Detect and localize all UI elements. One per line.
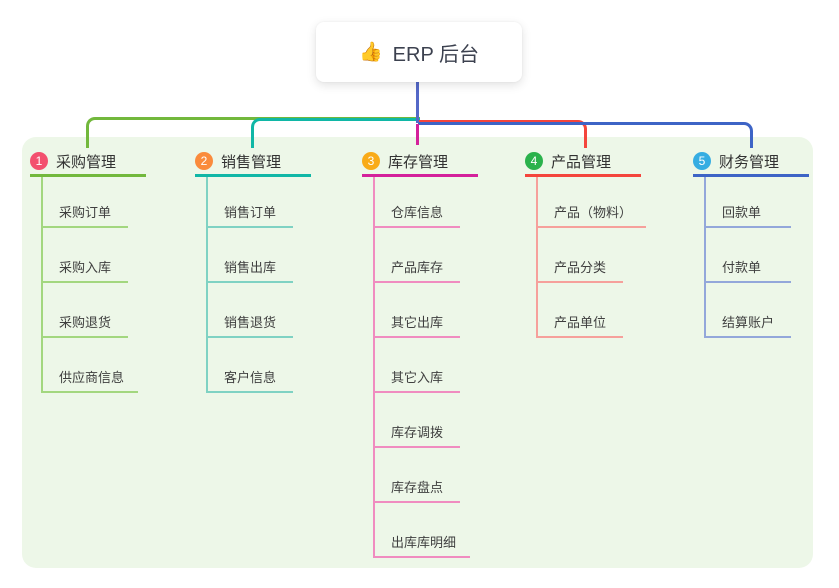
branch-number-badge: 5 bbox=[693, 152, 711, 170]
branch-column-product: 4 产品管理 产品（物料） 产品分类 产品单位 bbox=[525, 148, 647, 338]
child-node[interactable]: 销售退货 bbox=[208, 283, 293, 338]
branch-node-purchase[interactable]: 1 采购管理 bbox=[30, 148, 146, 177]
root-node-label: ERP 后台 bbox=[392, 43, 479, 66]
child-node[interactable]: 销售出库 bbox=[208, 228, 293, 283]
branch-label: 库存管理 bbox=[388, 153, 449, 171]
branch-node-finance[interactable]: 5 财务管理 bbox=[693, 148, 809, 177]
branch-children: 销售订单 销售出库 销售退货 客户信息 bbox=[206, 177, 293, 393]
child-node[interactable]: 供应商信息 bbox=[43, 338, 139, 393]
branch-children: 采购订单 采购入库 采购退货 供应商信息 bbox=[41, 177, 139, 393]
branch-children: 回款单 付款单 结算账户 bbox=[704, 177, 791, 338]
branch-label: 产品管理 bbox=[551, 153, 612, 171]
child-node[interactable]: 回款单 bbox=[706, 177, 791, 228]
branch-column-inventory: 3 库存管理 仓库信息 产品库存 其它出库 其它入库 库存调拨 库存盘点 出库库… bbox=[362, 148, 478, 558]
branch-node-product[interactable]: 4 产品管理 bbox=[525, 148, 641, 177]
child-node[interactable]: 结算账户 bbox=[706, 283, 791, 338]
child-node[interactable]: 产品单位 bbox=[538, 283, 623, 338]
branch-children: 产品（物料） 产品分类 产品单位 bbox=[536, 177, 647, 338]
branch-children: 仓库信息 产品库存 其它出库 其它入库 库存调拨 库存盘点 出库库明细 bbox=[373, 177, 471, 558]
branch-column-sales: 2 销售管理 销售订单 销售出库 销售退货 客户信息 bbox=[195, 148, 311, 393]
branch-node-inventory[interactable]: 3 库存管理 bbox=[362, 148, 478, 177]
branch-number-badge: 3 bbox=[362, 152, 380, 170]
child-node[interactable]: 客户信息 bbox=[208, 338, 293, 393]
connector-branch-2 bbox=[251, 118, 420, 148]
branch-number-badge: 2 bbox=[195, 152, 213, 170]
branch-label: 财务管理 bbox=[719, 153, 780, 171]
child-node[interactable]: 库存调拨 bbox=[375, 393, 460, 448]
connector-branch-1 bbox=[86, 117, 420, 148]
child-node[interactable]: 采购入库 bbox=[43, 228, 128, 283]
child-node[interactable]: 产品库存 bbox=[375, 228, 460, 283]
branch-column-purchase: 1 采购管理 采购订单 采购入库 采购退货 供应商信息 bbox=[30, 148, 146, 393]
child-node[interactable]: 出库库明细 bbox=[375, 503, 471, 558]
child-node[interactable]: 其它入库 bbox=[375, 338, 460, 393]
mindmap-background-panel bbox=[22, 137, 813, 568]
branch-column-finance: 5 财务管理 回款单 付款单 结算账户 bbox=[693, 148, 809, 338]
thumbs-up-icon: 👍 bbox=[359, 41, 383, 63]
branch-label: 采购管理 bbox=[56, 153, 117, 171]
child-node[interactable]: 库存盘点 bbox=[375, 448, 460, 503]
child-node[interactable]: 付款单 bbox=[706, 228, 791, 283]
root-node[interactable]: 👍 ERP 后台 bbox=[316, 22, 522, 82]
child-node[interactable]: 其它出库 bbox=[375, 283, 460, 338]
root-connector-line bbox=[416, 82, 419, 123]
connector-branch-3 bbox=[416, 124, 419, 145]
branch-number-badge: 4 bbox=[525, 152, 543, 170]
branch-node-sales[interactable]: 2 销售管理 bbox=[195, 148, 311, 177]
connector-branch-4 bbox=[418, 120, 587, 148]
branch-number-badge: 1 bbox=[30, 152, 48, 170]
child-node[interactable]: 产品（物料） bbox=[538, 177, 647, 228]
child-node[interactable]: 采购订单 bbox=[43, 177, 128, 228]
connector-branch-5 bbox=[418, 122, 753, 148]
child-node[interactable]: 产品分类 bbox=[538, 228, 623, 283]
branch-label: 销售管理 bbox=[221, 153, 282, 171]
child-node[interactable]: 仓库信息 bbox=[375, 177, 460, 228]
child-node[interactable]: 采购退货 bbox=[43, 283, 128, 338]
child-node[interactable]: 销售订单 bbox=[208, 177, 293, 228]
